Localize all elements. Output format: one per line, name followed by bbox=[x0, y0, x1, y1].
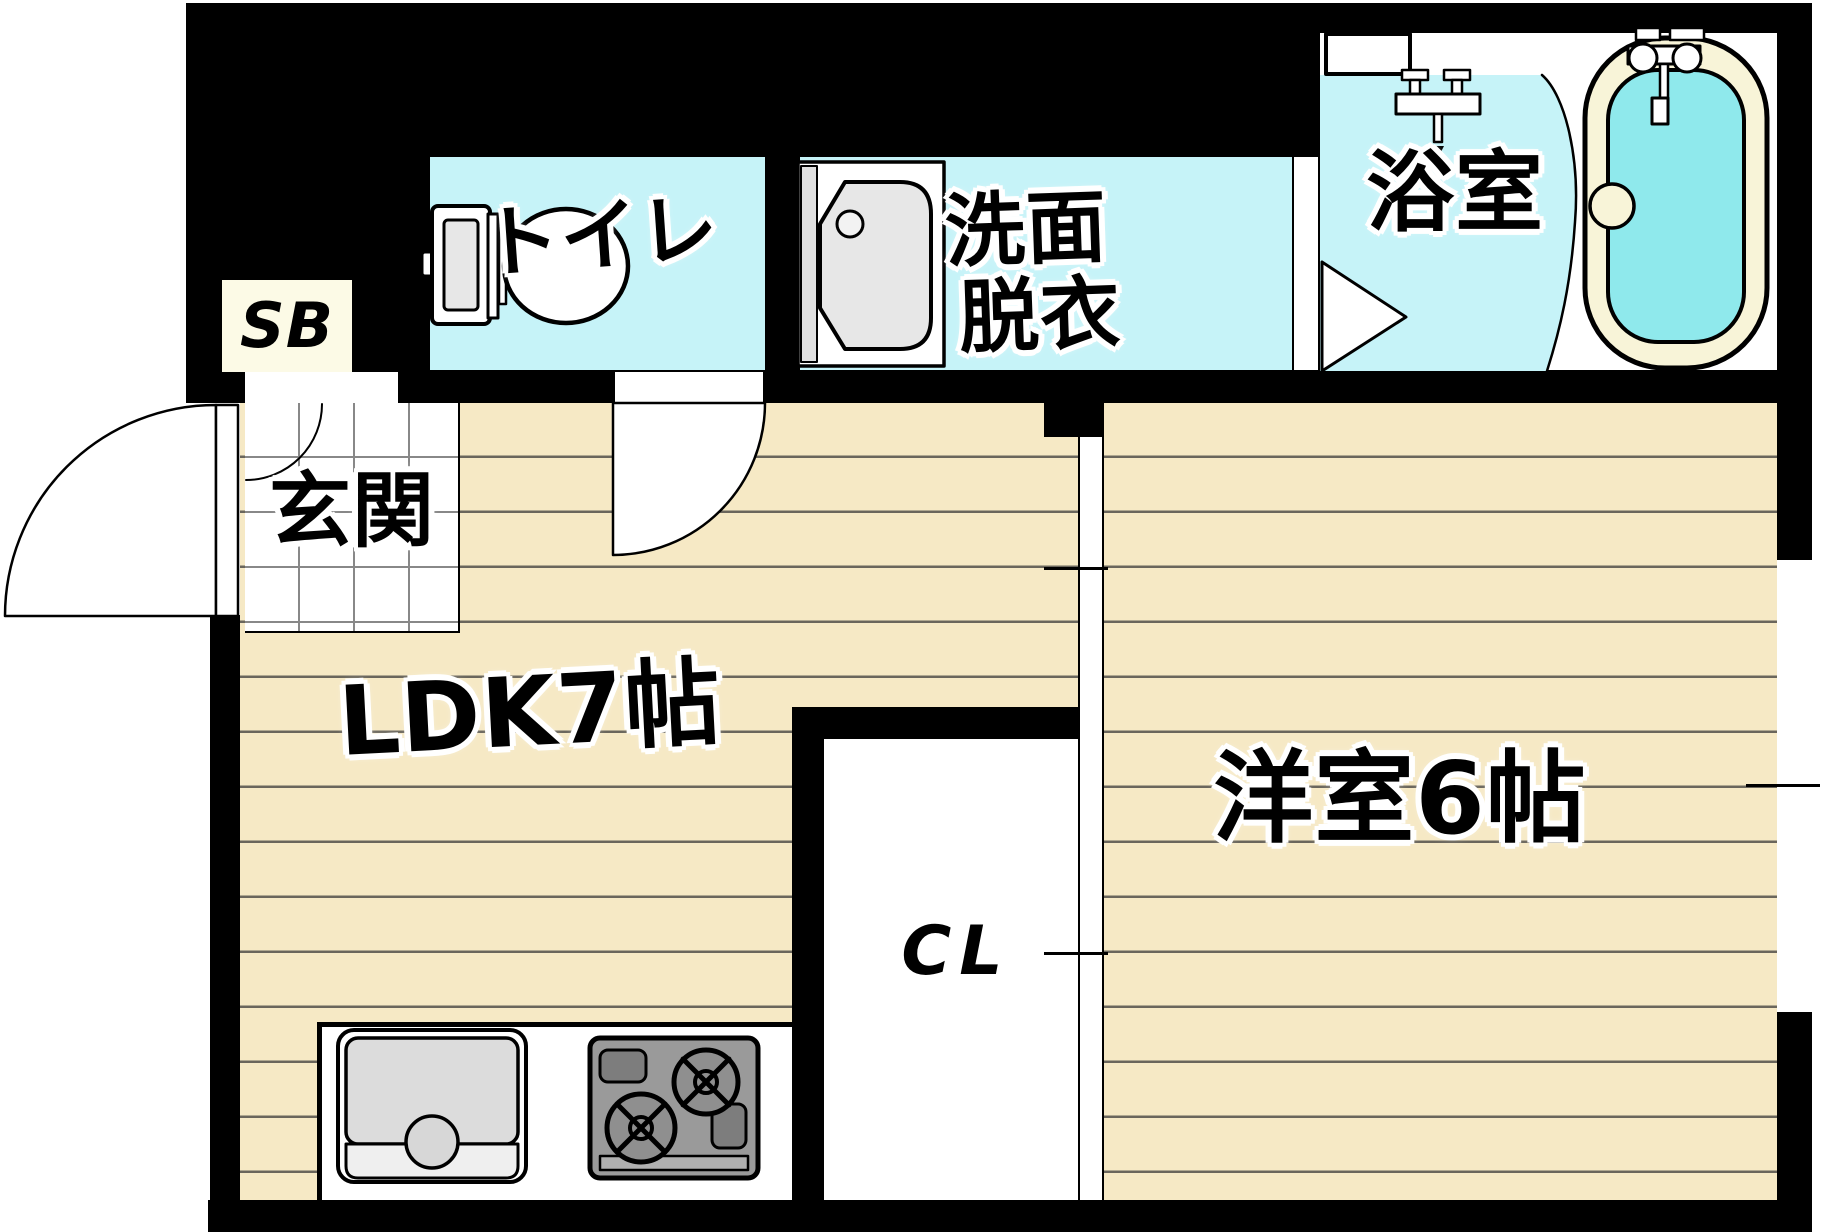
closet-label: CL bbox=[901, 912, 1011, 991]
toilet-label: トイレ bbox=[478, 183, 722, 291]
shoe-box-opening bbox=[245, 372, 398, 403]
bifold-door-icon bbox=[1320, 260, 1408, 373]
washbasin-icon bbox=[796, 160, 946, 368]
gas-stove-icon bbox=[587, 1035, 761, 1181]
closet-interior bbox=[824, 739, 1078, 1200]
closet-top-wall bbox=[792, 707, 1104, 739]
sliding-door-tick-upper bbox=[1044, 567, 1108, 570]
sliding-door-icon bbox=[1078, 437, 1104, 1200]
shoebox-door-arc-icon bbox=[245, 403, 323, 481]
bathtub-icon bbox=[1582, 35, 1770, 371]
washroom-label-line2: 脱衣 bbox=[957, 266, 1123, 365]
wall-bottom bbox=[208, 1200, 1812, 1232]
bathroom-label: 浴室 bbox=[1365, 141, 1545, 244]
ldk-label: LDK7帖 bbox=[335, 646, 725, 778]
bathroom-window-icon bbox=[1324, 32, 1412, 76]
shower-mixer-icon bbox=[1394, 68, 1482, 158]
wall-band-mid bbox=[215, 370, 1812, 403]
bathroom-floor bbox=[1320, 73, 1578, 373]
sliding-door-tick-lower bbox=[1044, 952, 1108, 955]
shoe-box-label: SB bbox=[240, 289, 334, 362]
entrance-door-arc-icon bbox=[3, 403, 240, 618]
bathroom-door-strip bbox=[1292, 157, 1320, 372]
genkan-label: 玄関 bbox=[268, 464, 436, 559]
wall-above-wet-rooms bbox=[430, 3, 1320, 157]
bathtub-faucet-icon bbox=[1626, 26, 1706, 126]
wall-top-bathroom bbox=[1320, 3, 1812, 33]
closet-left-wall bbox=[792, 707, 824, 1200]
toilet-door-arc-icon bbox=[611, 401, 767, 557]
genkan-tiled-area bbox=[245, 403, 460, 633]
western-room-label: 洋室6帖 bbox=[1213, 740, 1587, 857]
wall-ldk-western-stub bbox=[1044, 370, 1104, 437]
shoe-box bbox=[222, 280, 352, 372]
western-room-floor bbox=[1104, 403, 1777, 1200]
toilet-doorway bbox=[613, 372, 765, 403]
window-tick bbox=[1746, 784, 1820, 787]
toilet-icon bbox=[420, 204, 631, 326]
wall-toilet-washroom-divider bbox=[765, 157, 800, 372]
wall-left-lower bbox=[210, 615, 240, 1232]
washroom-label-line1: 洗面 bbox=[943, 180, 1109, 279]
kitchen-sink-icon bbox=[336, 1028, 528, 1184]
